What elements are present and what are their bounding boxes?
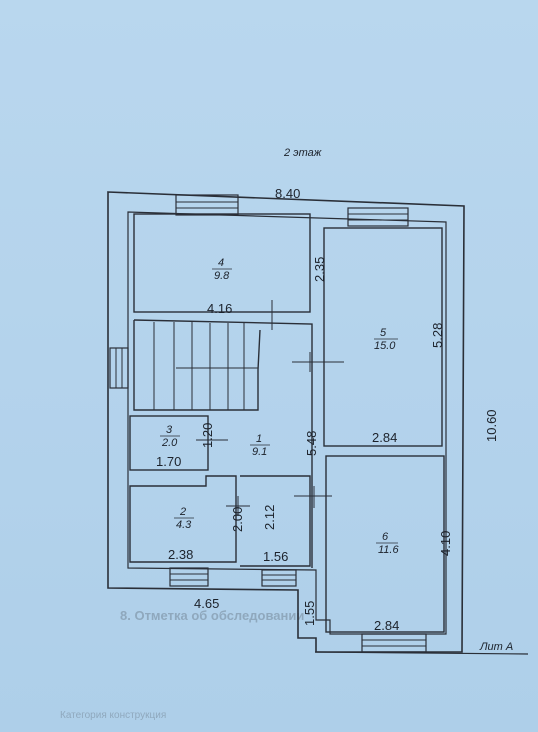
room-number: 1	[256, 433, 262, 445]
dim-bottom-width: 4.65	[194, 596, 219, 611]
floor-title: 2 этаж	[283, 147, 322, 159]
dim-room3-width: 1.70	[156, 454, 181, 469]
dim-overall-height: 10.60	[484, 409, 499, 442]
dim-room6-width: 2.84	[374, 618, 399, 633]
window-top-right	[347, 207, 409, 227]
room-label-2: 2 4.3	[174, 506, 194, 531]
background-bottom-text: Категория конструкция	[60, 710, 166, 721]
room-label-3: 3 2.0	[160, 424, 180, 449]
room-area: 9.8	[214, 270, 230, 282]
room-4	[133, 213, 311, 313]
room-label-6: 6 11.6	[376, 531, 399, 556]
room-number: 5	[380, 327, 387, 339]
room-label-5: 5 15.0	[374, 327, 398, 352]
dim-room5-width: 2.84	[372, 430, 397, 445]
room-number: 2	[179, 506, 186, 518]
dim-step-height: 1.55	[302, 601, 317, 626]
room-label-4: 4 9.8	[212, 257, 232, 282]
dim-room3-height: 1.20	[200, 423, 215, 448]
dim-room4-width: 4.16	[207, 301, 232, 316]
staircase	[153, 322, 258, 410]
room-area: 2.0	[161, 437, 178, 449]
background-section-heading: 8. Отметка об обследовании	[120, 608, 304, 623]
window-bottom-left	[169, 567, 209, 587]
room-area: 15.0	[374, 340, 396, 352]
room-2	[129, 475, 237, 563]
dim-room4-height: 2.35	[312, 257, 327, 282]
dim-hall-height: 5.48	[304, 431, 319, 456]
window-bottom-right	[361, 633, 427, 653]
room-label-1: 1 9.1	[250, 433, 270, 458]
room-area: 9.1	[252, 446, 267, 458]
room-3	[129, 415, 209, 471]
dim-room5-height: 5.28	[430, 323, 445, 348]
room-number: 3	[166, 424, 173, 436]
room-area: 11.6	[378, 544, 399, 556]
window-top-left	[175, 194, 239, 216]
dim-bath-height: 2.12	[262, 505, 277, 530]
door-marks	[196, 300, 344, 516]
windows	[109, 194, 427, 653]
room-number: 6	[382, 531, 389, 543]
room-6	[325, 455, 445, 633]
window-bottom-mid	[261, 569, 297, 587]
window-left	[109, 347, 129, 389]
room-number: 4	[218, 257, 224, 269]
dim-room2-height: 2.00	[230, 507, 245, 532]
room-bath	[240, 475, 311, 567]
dim-room2-width: 2.38	[168, 547, 193, 562]
lit-label: Лит А	[479, 641, 513, 653]
dim-bath-width: 1.56	[263, 549, 288, 564]
room-area: 4.3	[176, 519, 192, 531]
dim-overall-width: 8.40	[275, 186, 300, 201]
outer-walls	[107, 191, 529, 655]
dim-room6-height: 4.10	[438, 531, 453, 556]
hall-walls	[133, 319, 313, 568]
room-5	[323, 227, 443, 447]
